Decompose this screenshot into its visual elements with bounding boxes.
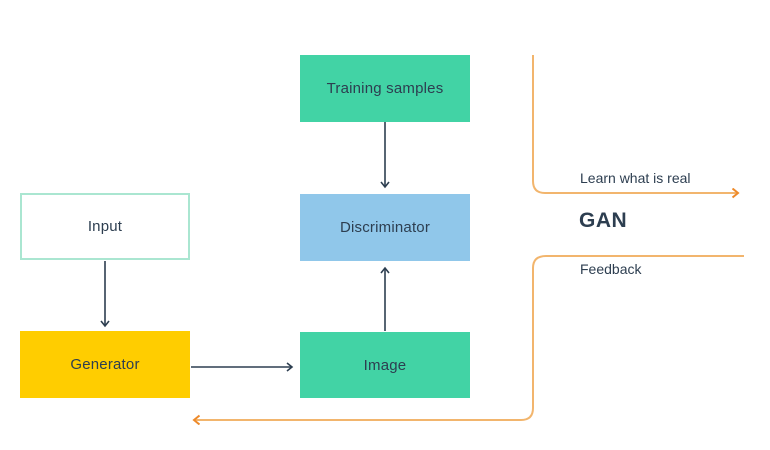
node-discriminator-label: Discriminator: [339, 219, 431, 236]
node-image: Image: [300, 332, 470, 398]
feedback-label: Feedback: [580, 261, 642, 277]
node-input-label: Input: [87, 218, 123, 235]
node-generator-label: Generator: [70, 356, 140, 373]
node-generator: Generator: [20, 331, 190, 398]
diagram-title: GAN: [579, 209, 628, 232]
node-input: Input: [20, 193, 190, 260]
node-training-samples-label: Training samples: [326, 80, 444, 97]
node-discriminator: Discriminator: [300, 194, 470, 261]
learn-what-is-real-label: Learn what is real: [580, 170, 691, 186]
node-training-samples: Training samples: [300, 55, 470, 122]
node-image-label: Image: [363, 356, 407, 374]
